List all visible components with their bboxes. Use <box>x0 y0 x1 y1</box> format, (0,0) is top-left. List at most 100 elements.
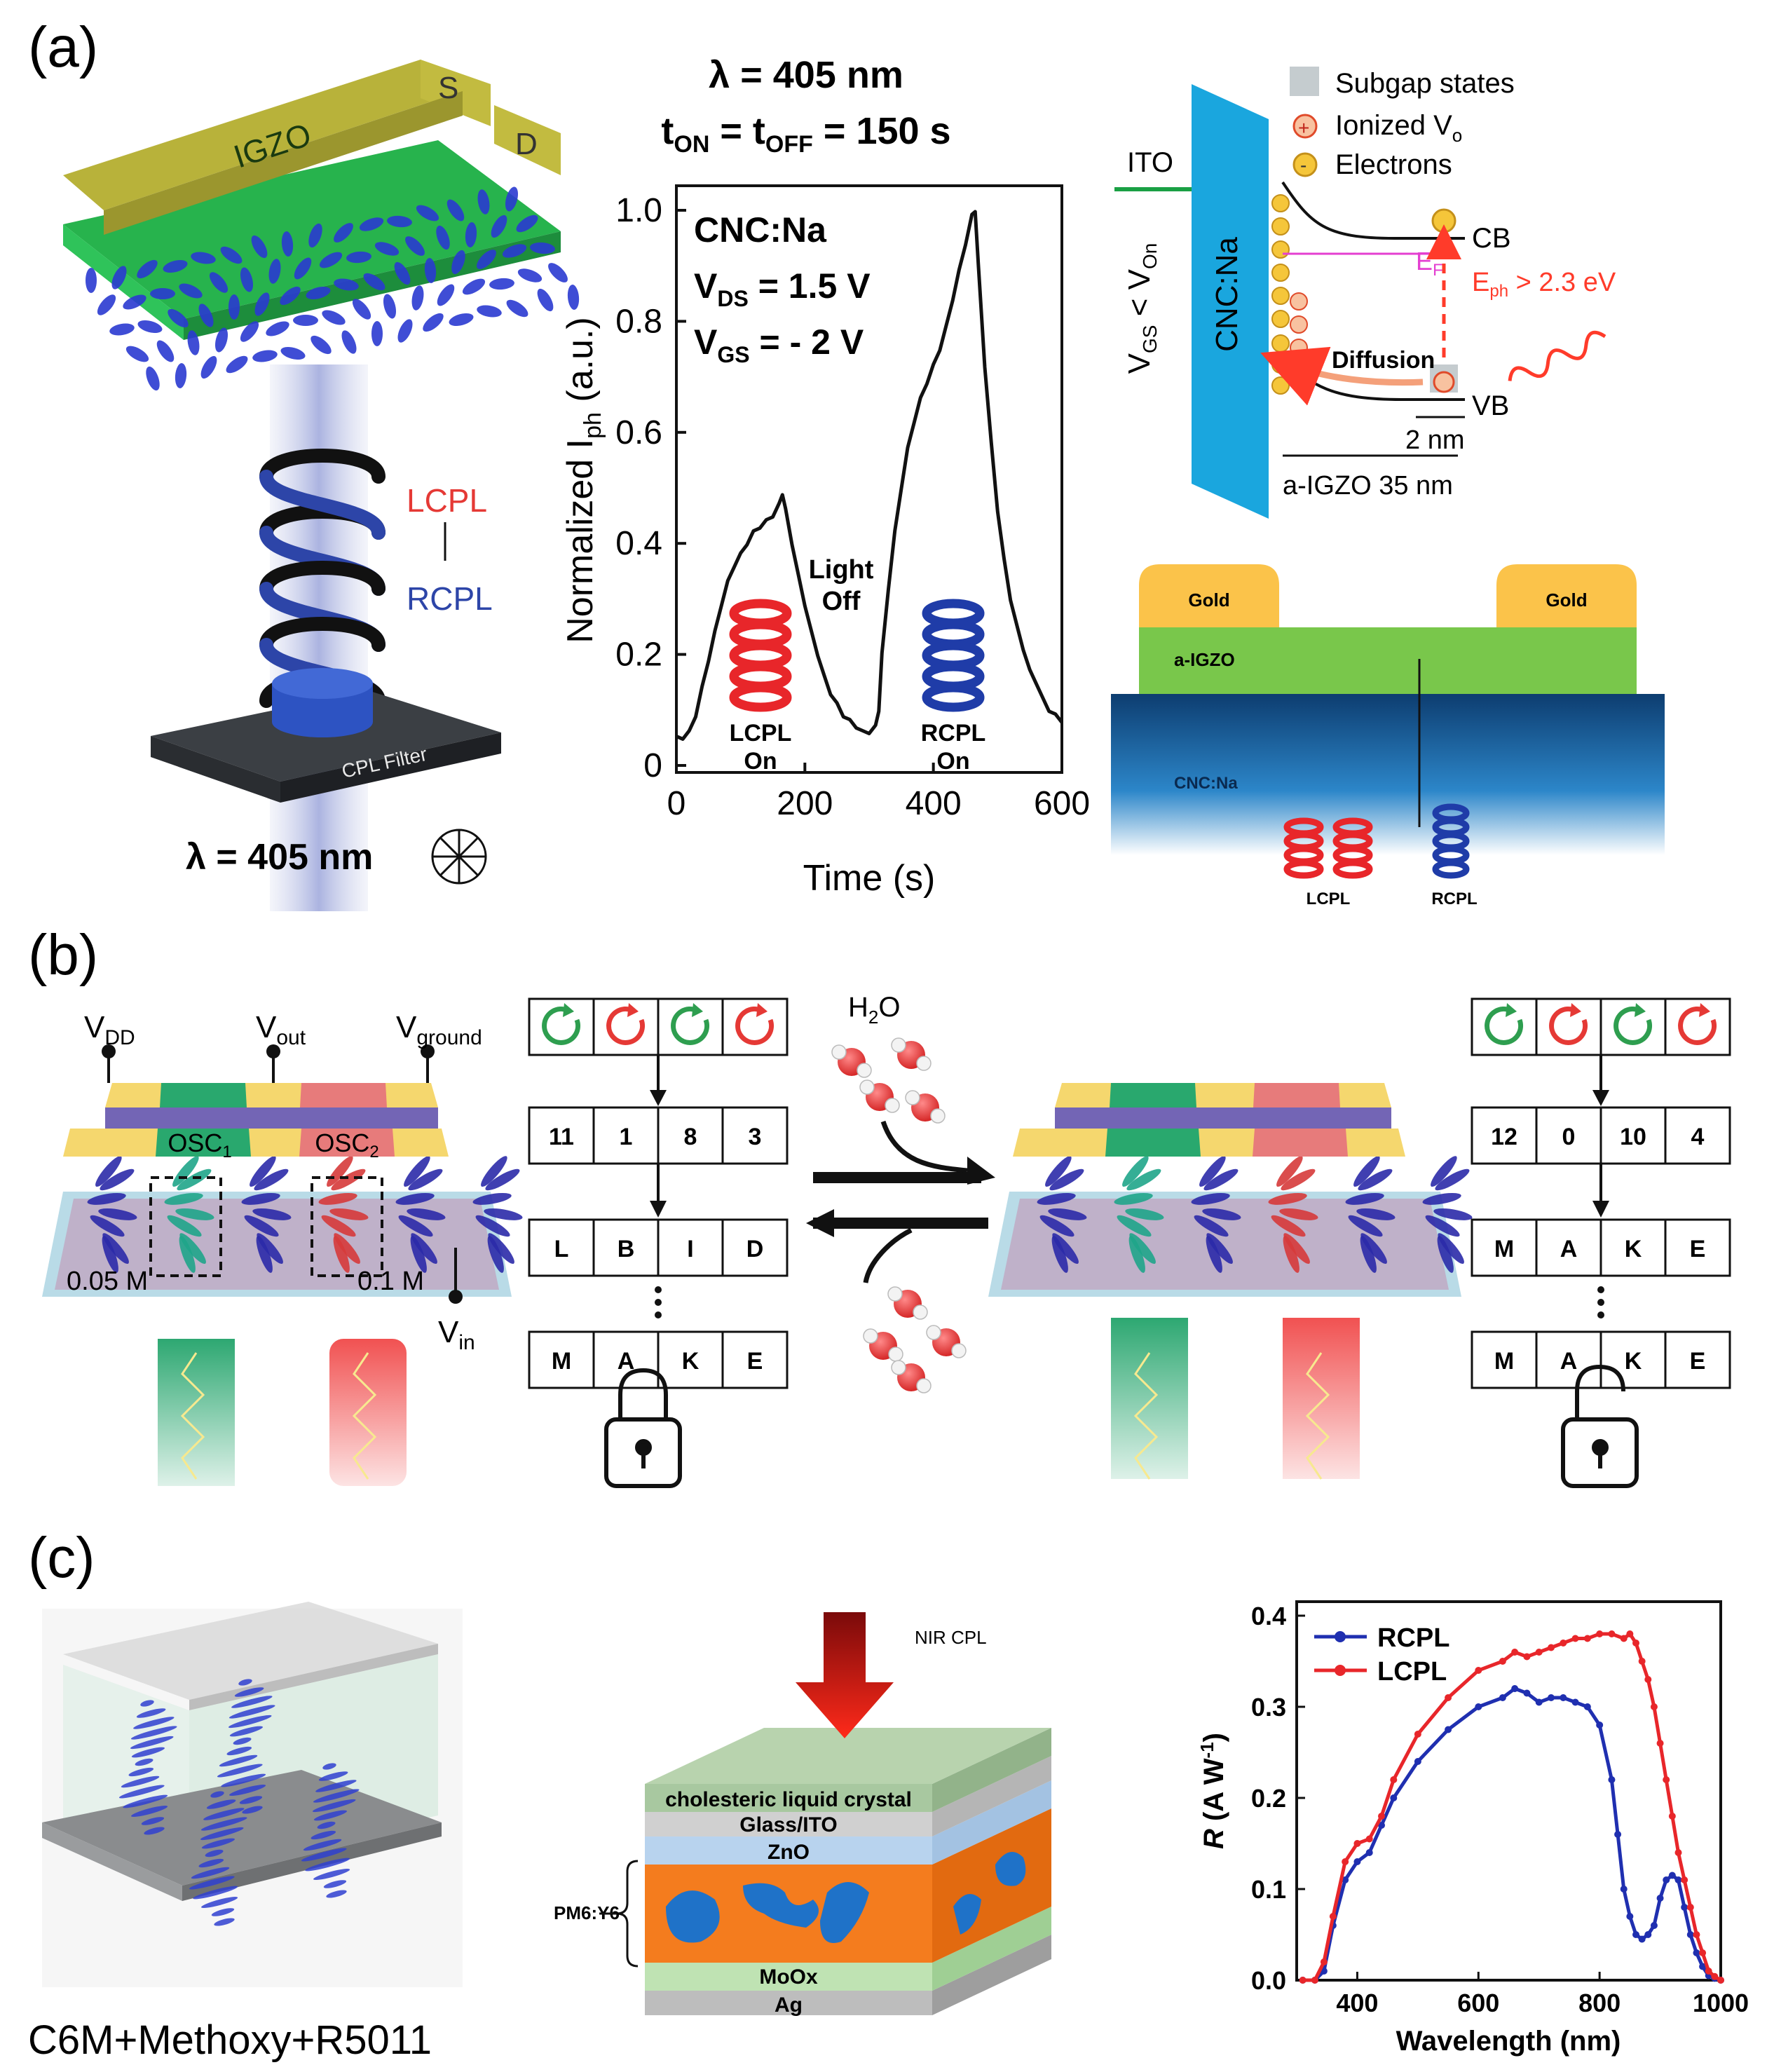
data-point <box>1656 1740 1664 1747</box>
lc-molecule <box>226 1746 252 1756</box>
lc-molecule <box>200 1817 247 1831</box>
data-point <box>1414 1758 1421 1765</box>
lc-disk <box>371 321 383 346</box>
pm6-bracket <box>616 1860 639 1968</box>
pillar-disk <box>177 1168 212 1191</box>
circular-arrow-icon <box>606 1006 646 1045</box>
legend-ionized: Ionized Vo <box>1335 110 1462 146</box>
lc-molecule <box>140 1700 154 1707</box>
lc-disk <box>516 214 538 233</box>
vb-label: VB <box>1472 390 1509 421</box>
data-point <box>1674 1849 1682 1856</box>
glass-label: Glass/ITO <box>739 1813 838 1836</box>
lc-disk <box>137 259 158 279</box>
lc-cell-illustration: C6M+Methoxy+R5011 <box>28 1602 463 2063</box>
device-cross-section: Gold Gold a-IGZO CNC:Na LCPL RCPL <box>1111 564 1665 908</box>
pillar-disk <box>1194 1215 1229 1237</box>
gold-electrode-right <box>1496 564 1637 627</box>
pillar-disk <box>252 1208 292 1220</box>
gold-label-left: Gold <box>1188 589 1229 611</box>
lc-disk <box>293 315 318 326</box>
lc-disk <box>220 246 243 264</box>
x-tick-label: 200 <box>777 785 833 822</box>
data-point <box>1342 1876 1349 1883</box>
code-cell: K <box>682 1348 700 1375</box>
pillar-disk <box>1437 1236 1454 1273</box>
data-point <box>1445 1694 1452 1701</box>
circular-arrow-icon <box>671 1006 710 1045</box>
lc-disk <box>416 205 439 221</box>
lc-molecule <box>239 1796 263 1804</box>
x-tick-label: 0 <box>667 785 686 822</box>
code-cell: L <box>554 1236 569 1262</box>
code-cell: 11 <box>549 1124 574 1150</box>
code-cell: 4 <box>1691 1124 1705 1150</box>
lc-molecule <box>238 1679 252 1686</box>
water-molecules-top <box>831 1037 946 1124</box>
lc-molecule <box>219 1754 258 1767</box>
vout-label: Vout <box>256 1010 306 1049</box>
data-point <box>1535 1698 1543 1706</box>
water-hydrogen <box>926 1325 941 1340</box>
data-point <box>1560 1694 1567 1701</box>
lc-molecule <box>313 1810 347 1821</box>
lc-molecule <box>217 1764 263 1778</box>
data-point <box>1378 1813 1385 1820</box>
subgap-legend-swatch <box>1290 67 1319 96</box>
lc-disk <box>423 313 444 332</box>
panel-b-label: (b) <box>28 923 98 987</box>
igzo-layer <box>1139 627 1637 694</box>
pillar-disk <box>1358 1168 1393 1191</box>
material-annotation: CNC:Na <box>694 210 827 250</box>
water-hydrogen <box>891 1360 906 1375</box>
circular-arrow-head <box>1570 1003 1581 1017</box>
data-point <box>1320 1958 1328 1965</box>
rcpl-on-label-1: RCPL <box>921 720 986 747</box>
rcpl-spring-icon <box>922 599 985 712</box>
lc-disk <box>191 252 216 264</box>
lcpl-spring-icon <box>729 599 792 712</box>
data-point <box>1353 1840 1361 1847</box>
lc-disk <box>394 261 411 285</box>
y-tick-label: 0.1 <box>1251 1875 1286 1904</box>
plot-frame-c <box>1295 1600 1722 1982</box>
logic-device-right <box>988 1083 1473 1480</box>
data-point <box>1620 1886 1628 1893</box>
water-hydrogen <box>916 1056 932 1071</box>
vgs-annotation: VGS = - 2 V <box>694 322 864 367</box>
lc-disk <box>281 231 294 257</box>
lcpl-springs-icon <box>1283 817 1373 879</box>
pillar-disk <box>1271 1215 1306 1237</box>
pillar-disk <box>1283 1236 1299 1273</box>
lc-molecule <box>234 1687 264 1697</box>
gold-label-right: Gold <box>1546 589 1587 611</box>
pillar-disk <box>1048 1208 1087 1220</box>
reversible-arrows <box>806 1120 995 1283</box>
lc-molecule <box>135 1758 153 1766</box>
rcpl-label: RCPL <box>407 580 493 617</box>
flow-arrow-head <box>650 1201 667 1218</box>
data-point <box>1299 1977 1307 1984</box>
lc-disk <box>489 278 514 290</box>
lc-disk <box>374 242 400 256</box>
lcpl-on-label-2: On <box>744 748 777 775</box>
source-label: S <box>438 71 458 105</box>
lc-molecule <box>133 1717 175 1729</box>
lc-disk <box>359 217 384 231</box>
pillar-disk <box>329 1208 369 1220</box>
gold-electrode-left <box>1139 564 1279 627</box>
pillar-disk <box>410 1236 427 1273</box>
data-point <box>1644 1931 1652 1938</box>
data-point <box>1681 1904 1688 1911</box>
lc-molecule <box>203 1808 245 1820</box>
osc2-box <box>311 1176 383 1277</box>
lc-disk <box>254 292 270 316</box>
data-point <box>1693 1931 1700 1938</box>
lc-molecule <box>130 1736 174 1750</box>
osc2-label: OSC2 <box>315 1129 378 1161</box>
pillar-disk <box>167 1215 202 1237</box>
lc-molecule <box>206 1799 236 1809</box>
